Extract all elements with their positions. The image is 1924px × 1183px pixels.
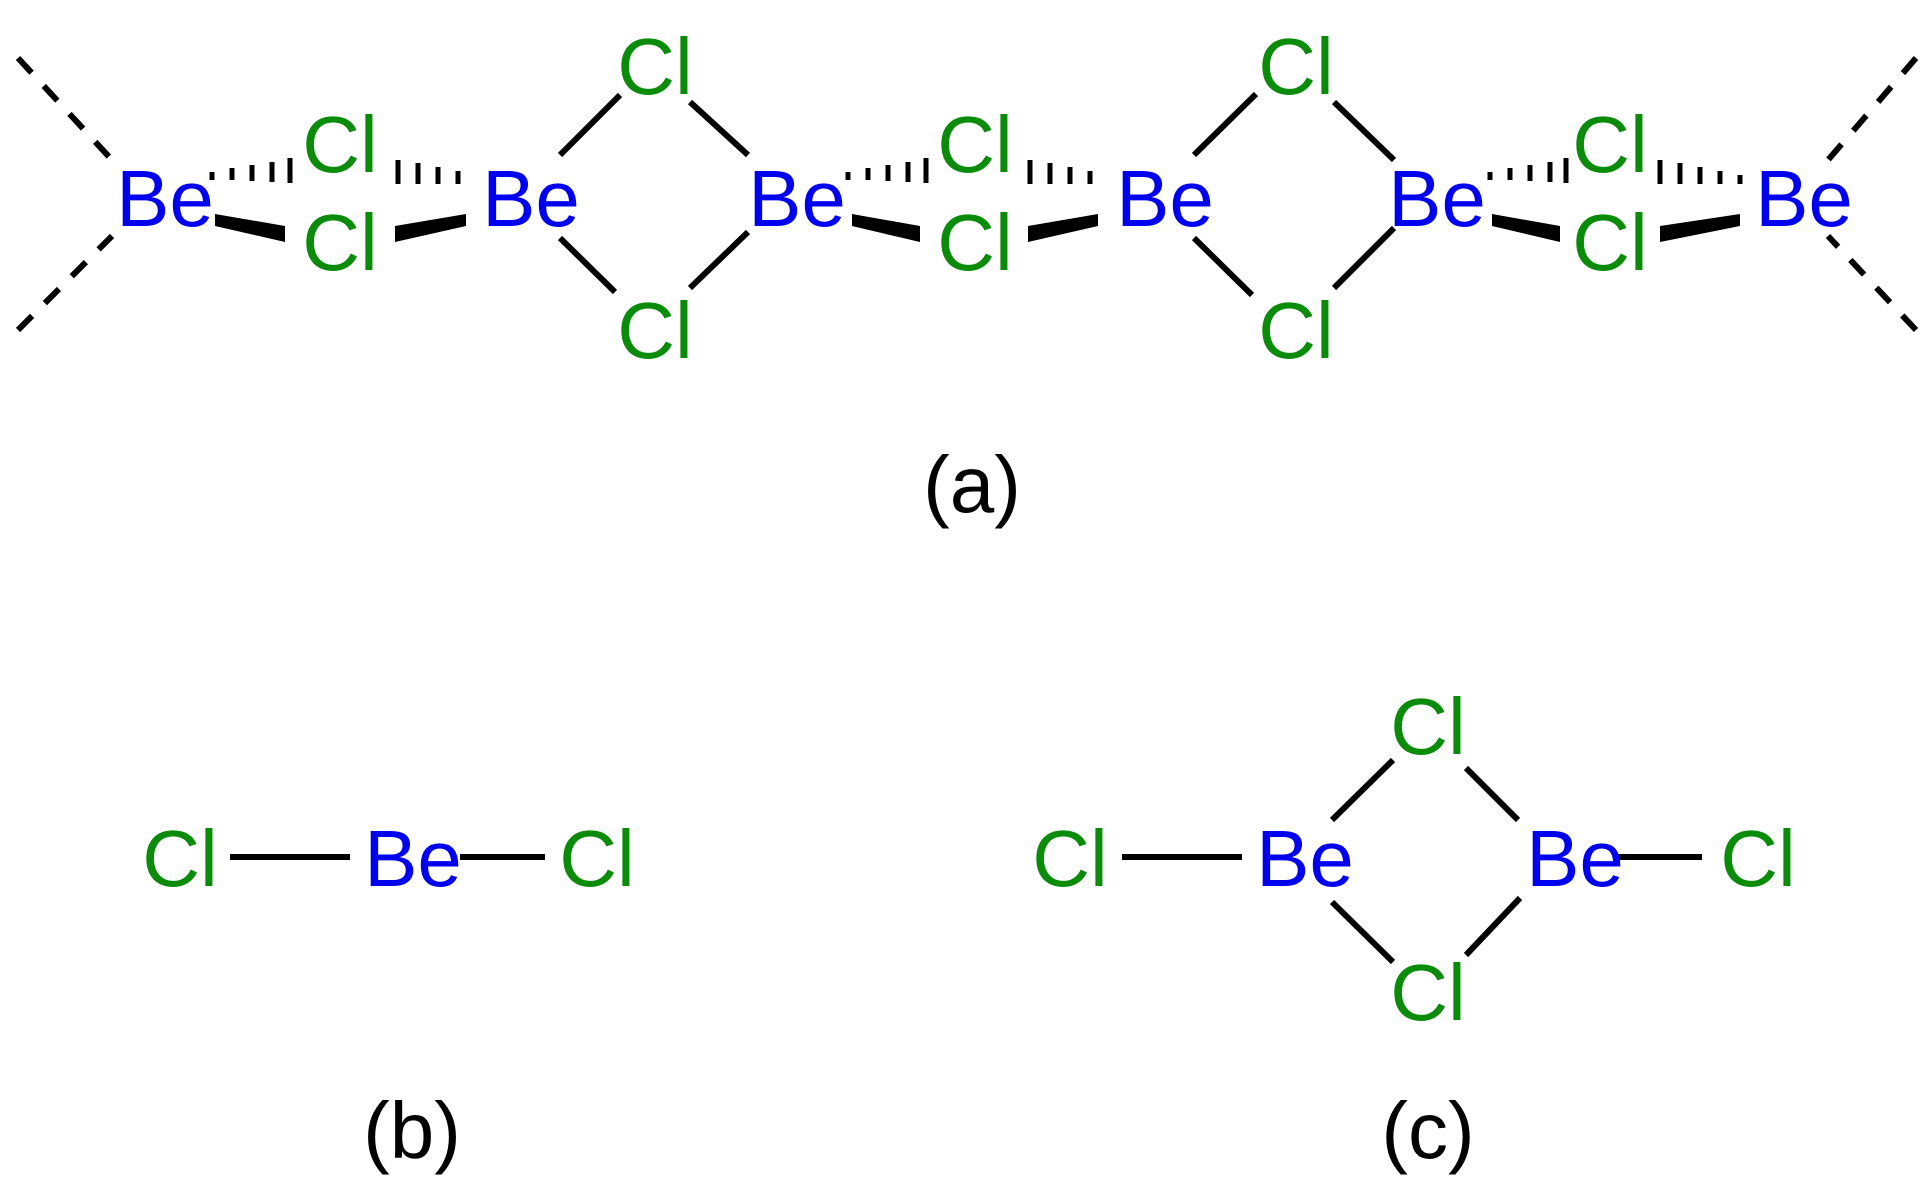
wedge-bond: [395, 214, 466, 242]
caption-c: (c): [1381, 1086, 1474, 1175]
atom-cl-right: Cl: [559, 814, 635, 903]
atom-cl-bridge-2-bottom: Cl: [937, 198, 1013, 287]
panel-b-monomer: Cl Be Cl (b): [142, 814, 635, 1175]
wedge-bond: [1492, 214, 1560, 242]
caption-a: (a): [923, 440, 1021, 529]
panel-c-dimer: Cl Be Cl Cl Be Cl (c): [1032, 682, 1796, 1175]
perspective-bridge-2: [845, 158, 1098, 242]
wedge-bond: [1028, 214, 1098, 242]
atom-cl-bridge-bottom: Cl: [1390, 948, 1466, 1037]
wedge-bond: [852, 214, 920, 242]
atom-be-2: Be: [482, 154, 580, 243]
perspective-bridge-3: [1487, 158, 1743, 242]
square-ring-2: [1191, 91, 1397, 298]
chain-continuation-dash-right-top: [1825, 56, 1919, 162]
atom-be-6: Be: [1755, 154, 1853, 243]
hashed-bond: [395, 160, 461, 184]
hashed-bond: [1027, 160, 1093, 184]
caption-b: (b): [363, 1086, 461, 1175]
atom-cl-left: Cl: [142, 814, 218, 903]
wedge-bond: [215, 214, 285, 242]
atom-cl-bridge-3-bottom: Cl: [1572, 198, 1648, 287]
atom-be-4: Be: [1116, 154, 1214, 243]
atom-cl-ring-2-top: Cl: [1258, 22, 1334, 111]
atom-be-1: Be: [116, 154, 214, 243]
atom-be: Be: [364, 814, 462, 903]
hashed-bond: [209, 158, 293, 183]
atom-cl-ring-2-bottom: Cl: [1258, 286, 1334, 375]
hashed-bond: [1657, 160, 1743, 184]
atom-be-right: Be: [1526, 814, 1624, 903]
atom-cl-terminal-left: Cl: [1032, 814, 1108, 903]
atom-cl-bridge-3-top: Cl: [1572, 100, 1648, 189]
chain-continuation-dash-left-top: [15, 55, 115, 163]
wedge-bond: [1660, 214, 1740, 242]
chain-continuation-dash-left-bottom: [15, 233, 115, 333]
atom-cl-bridge-top: Cl: [1390, 682, 1466, 771]
perspective-bridge-1: [209, 158, 466, 242]
hashed-bond: [1487, 158, 1569, 183]
atom-be-left: Be: [1256, 814, 1354, 903]
atom-cl-bridge-1-top: Cl: [302, 100, 378, 189]
atom-be-5: Be: [1388, 154, 1486, 243]
atom-cl-ring-1-bottom: Cl: [617, 286, 693, 375]
atom-cl-terminal-right: Cl: [1720, 814, 1796, 903]
atom-be-3: Be: [748, 154, 846, 243]
atom-cl-bridge-1-bottom: Cl: [302, 198, 378, 287]
atom-cl-ring-1-top: Cl: [617, 22, 693, 111]
square-ring-1: [557, 92, 751, 295]
hashed-bond: [845, 158, 929, 183]
panel-a-polymer-chain: Be Be Be Be Be Be Cl Cl Cl Cl Cl Cl Cl C…: [15, 22, 1919, 529]
chain-continuation-dash-right-bottom: [1825, 233, 1919, 333]
atom-cl-bridge-2-top: Cl: [937, 100, 1013, 189]
